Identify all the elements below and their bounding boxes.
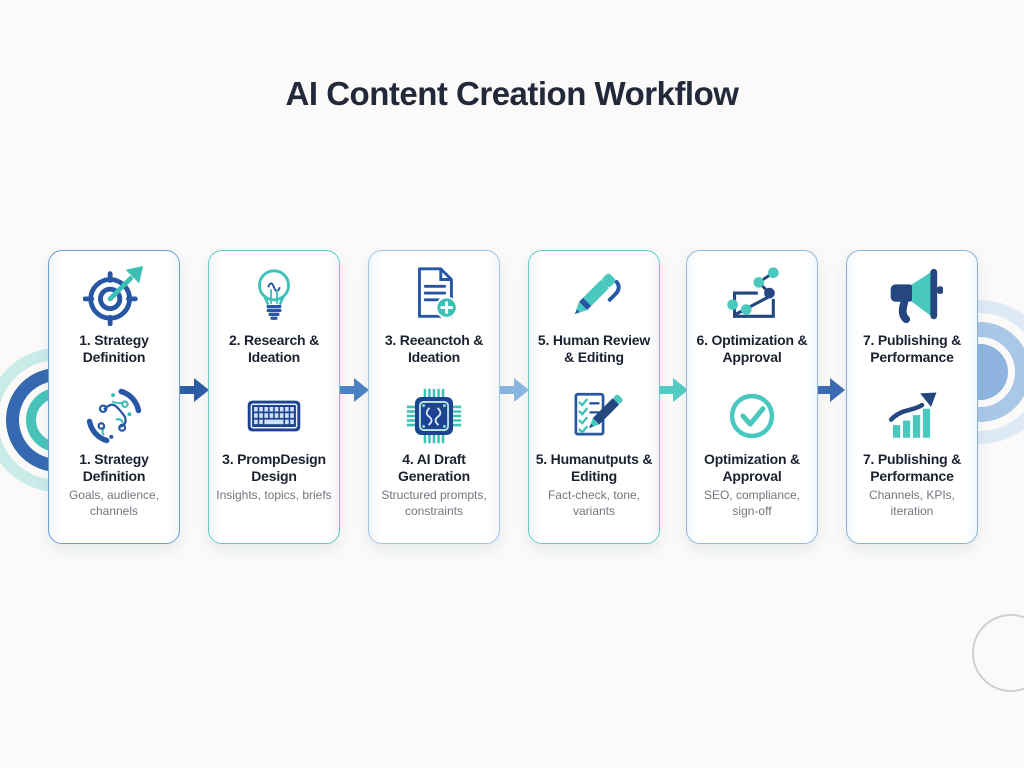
card-subtitle: SEO, compliance, sign-off <box>703 488 801 518</box>
workflow-card-5: 6. Optimization & Approval Optimization … <box>686 250 818 544</box>
workflow-card-4: 5. Human Review & Editing 5. Humanutputs… <box>528 250 660 544</box>
lightbulb-icon <box>258 269 290 320</box>
page-title: AI Content Creation Workflow <box>285 75 739 113</box>
workflow-card-1: 1. Strategy Definition 1. Strategy Defin… <box>48 250 180 544</box>
card-subtitle: Goals, audience, channels <box>68 488 160 518</box>
card-bottom-title: 3. PrompDesign Design <box>222 451 326 485</box>
card-top-title: 7. Publishing & Performance <box>862 332 962 366</box>
card-bottom-title: Optimization & Approval <box>704 451 800 485</box>
card-top-title: 2. Research & Ideation <box>228 332 319 366</box>
corner-outline-circle <box>972 614 1024 692</box>
card-bottom-title: 7. Publishing & Performance <box>862 451 962 485</box>
workflow-card-3: 3. Reeanctoh & Ideation 4. AI Draft Gene… <box>368 250 500 544</box>
flow-arrow-2 <box>339 378 369 402</box>
card-top-title: 1. Strategy Definition <box>79 332 149 366</box>
card-top-title: 3. Reeanctoh & Ideation <box>384 332 484 366</box>
line-chart-icon <box>727 267 779 318</box>
pen-icon <box>574 273 621 315</box>
card-subtitle: Insights, topics, briefs <box>216 488 332 503</box>
flow-arrow-5 <box>815 378 845 402</box>
card-bottom-title: 4. AI Draft Generation <box>398 451 470 485</box>
target-arrow-icon <box>83 265 144 326</box>
workflow-card-6: 7. Publishing & Performance 7. Publishin… <box>846 250 978 544</box>
card-top-title: 6. Optimization & Approval <box>696 332 808 366</box>
keyboard-icon <box>247 400 301 432</box>
megaphone-icon <box>890 268 943 324</box>
flow-arrow-4 <box>658 378 688 402</box>
ai-network-icon <box>86 388 142 444</box>
check-circle-icon <box>729 393 775 439</box>
card-top-title: 5. Human Review & Editing <box>537 332 651 366</box>
card-subtitle: Structured prompts, constraints <box>381 488 487 518</box>
workflow-card-2: 2. Research & Ideation 3. PrompDesign De… <box>208 250 340 544</box>
document-add-icon <box>418 267 458 319</box>
card-bottom-title: 1. Strategy Definition <box>79 451 149 485</box>
checklist-pencil-icon <box>574 393 623 436</box>
flow-arrow-1 <box>179 378 209 402</box>
card-subtitle: Fact-check, tone, variants <box>547 488 641 518</box>
card-subtitle: Channels, KPIs, iteration <box>868 488 956 518</box>
flow-arrow-3 <box>499 378 529 402</box>
ai-chip-icon <box>406 388 462 444</box>
card-bottom-title: 5. Humanutputs & Editing <box>535 451 653 485</box>
bar-growth-icon <box>888 392 937 438</box>
